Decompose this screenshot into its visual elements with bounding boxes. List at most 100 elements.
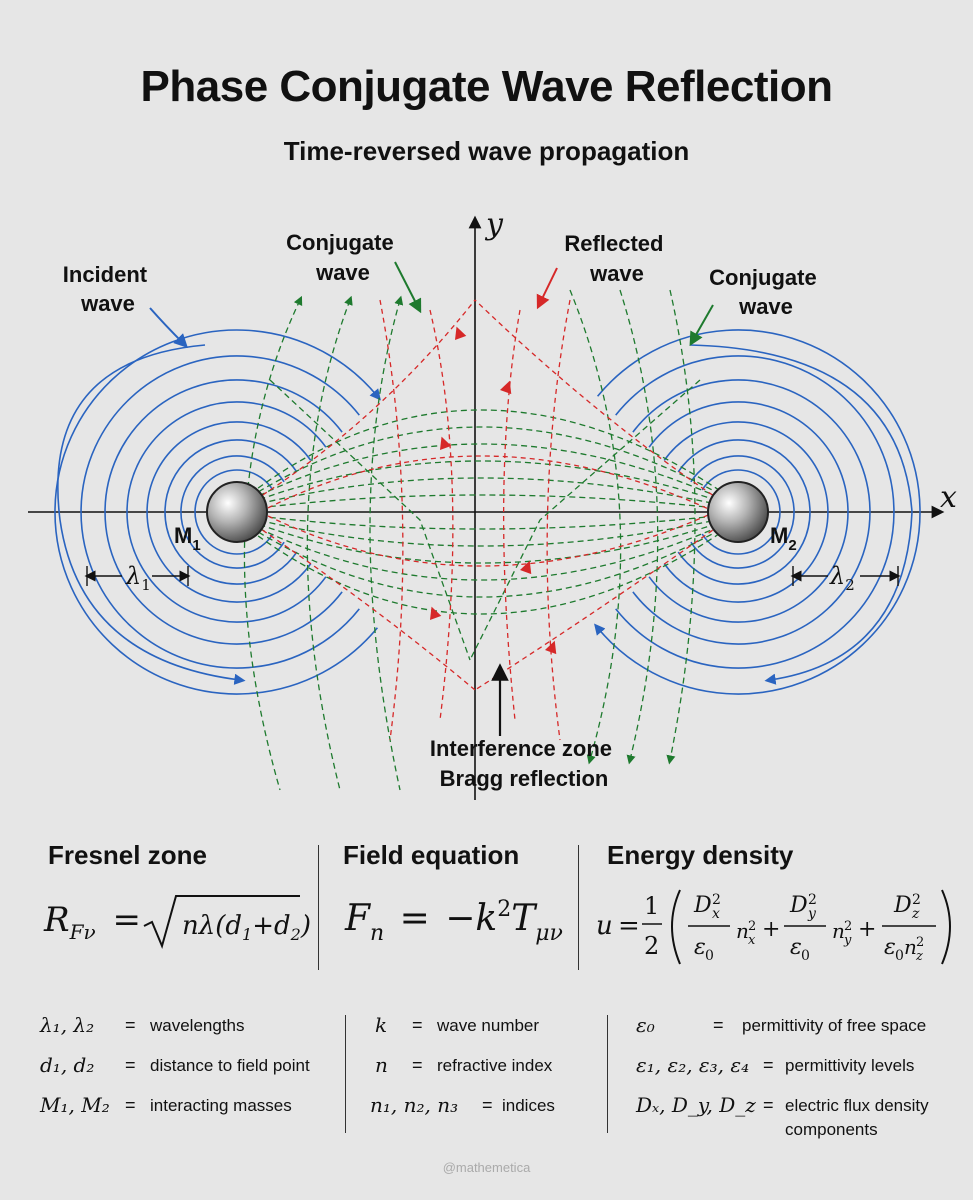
conjugate-right-pointer bbox=[689, 304, 714, 347]
field-equation-heading: Field equation bbox=[343, 840, 520, 870]
incident-wavefront-right bbox=[701, 469, 781, 555]
def-sym-n: n bbox=[375, 1053, 388, 1077]
conjugate-wavefront bbox=[249, 443, 726, 501]
conjugate-wavefront bbox=[249, 520, 726, 564]
svg-text:0: 0 bbox=[705, 948, 714, 964]
conjugate-wavefront bbox=[249, 494, 726, 510]
def-text-permittivity-free: permittivity of free space bbox=[742, 1016, 927, 1035]
incident-wavefront-right bbox=[615, 355, 895, 669]
incident-wavefront-right bbox=[648, 401, 849, 623]
def-eq: = bbox=[125, 1055, 136, 1075]
incident-wavefront-left bbox=[194, 469, 274, 555]
conjugate-wave-left-label: Conjugate wave bbox=[286, 230, 400, 285]
reflected-arrowhead bbox=[455, 326, 467, 340]
def-eq: = bbox=[125, 1095, 136, 1115]
incident-wavefront-left bbox=[180, 455, 285, 569]
incident-wavefront-right bbox=[690, 455, 795, 569]
svg-text:z: z bbox=[915, 949, 923, 964]
incident-wavefront-right bbox=[632, 379, 871, 645]
wave-diagram: x y M1 M2 λ1 λ2 Incident wave Conjugate … bbox=[28, 207, 957, 800]
def-divider-1 bbox=[345, 1015, 346, 1133]
incident-wavefront-left bbox=[126, 401, 327, 623]
reflected-wavefront bbox=[254, 299, 476, 501]
def-sym-masses: M₁, M₂ bbox=[40, 1093, 110, 1117]
svg-text:2: 2 bbox=[916, 935, 924, 950]
conjugate-wavefront bbox=[249, 409, 726, 495]
reflected-pointer bbox=[536, 267, 558, 310]
svg-text:2: 2 bbox=[844, 919, 852, 934]
incident-wave-label: Incident wave bbox=[63, 262, 153, 316]
page-title: Phase Conjugate Wave Reflection bbox=[140, 62, 833, 111]
reflected-wavefront bbox=[474, 524, 721, 691]
divider-2 bbox=[578, 845, 579, 970]
svg-text:n: n bbox=[832, 919, 845, 943]
conjugate-wavefront-left bbox=[243, 295, 303, 791]
svg-text:0: 0 bbox=[801, 948, 810, 964]
def-eq: = bbox=[412, 1015, 423, 1035]
conjugate-wavefront-right bbox=[666, 289, 696, 765]
svg-text:λ1: λ1 bbox=[125, 562, 151, 594]
svg-text:y: y bbox=[807, 906, 817, 922]
def-text-distance: distance to field point bbox=[150, 1056, 310, 1075]
fresnel-formula: RFν = bbox=[44, 900, 141, 944]
svg-text:2: 2 bbox=[808, 892, 817, 908]
svg-text:y: y bbox=[843, 933, 852, 948]
svg-text:nλ(d1+d2): nλ(d1+d2) bbox=[182, 911, 310, 944]
fresnel-radical: nλ(d1+d2) bbox=[143, 895, 310, 950]
reflected-arrowhead bbox=[520, 560, 532, 575]
def-text-wave-number: wave number bbox=[437, 1016, 540, 1035]
mass-m2 bbox=[707, 481, 769, 543]
conjugate-wavefront bbox=[249, 529, 726, 615]
svg-text:ε: ε bbox=[884, 935, 896, 960]
reflected-arrowhead bbox=[440, 436, 452, 450]
reflected-arrowhead bbox=[500, 380, 512, 395]
conjugate-diagonal bbox=[269, 379, 471, 661]
conjugate-diagonal bbox=[469, 379, 701, 661]
reflected-wavefront bbox=[259, 511, 716, 567]
def-text-refractive-index: refractive index bbox=[437, 1056, 553, 1075]
svg-text:u: u bbox=[596, 911, 613, 941]
def-text-flux-line2: components bbox=[785, 1120, 878, 1139]
svg-text:λ2: λ2 bbox=[829, 562, 855, 594]
reflected-wavefront bbox=[379, 299, 404, 741]
def-eq: = bbox=[482, 1095, 493, 1115]
conjugate-wavefronts-vertical bbox=[243, 289, 701, 791]
incident-wavefront-left bbox=[146, 421, 312, 603]
conjugate-wavefront bbox=[249, 526, 726, 598]
fresnel-zone-heading: Fresnel zone bbox=[48, 840, 207, 870]
def-eq: = bbox=[713, 1015, 724, 1035]
def-text-permittivity-levels: permittivity levels bbox=[785, 1056, 915, 1075]
svg-text:n: n bbox=[736, 919, 749, 943]
svg-text:z: z bbox=[911, 906, 920, 922]
def-eq: = bbox=[125, 1015, 136, 1035]
reflected-wavefronts bbox=[254, 299, 721, 741]
def-sym-epsilon-levels: ε₁, ε₂, ε₃, ε₄ bbox=[636, 1053, 750, 1077]
conjugate-wavefront bbox=[249, 514, 726, 530]
def-sym-wavelengths: λ₁, λ₂ bbox=[40, 1013, 95, 1037]
incident-wavefront-left bbox=[164, 439, 298, 585]
incident-wavefront-left bbox=[80, 355, 360, 669]
svg-text:n: n bbox=[904, 935, 917, 959]
def-eq: = bbox=[412, 1055, 423, 1075]
reflected-wavefront bbox=[474, 299, 721, 501]
svg-text:2: 2 bbox=[748, 919, 756, 934]
incident-outer-left bbox=[57, 344, 246, 685]
reflected-wavefront bbox=[254, 524, 476, 691]
lambda1-marker: λ1 bbox=[84, 562, 191, 594]
svg-text:2: 2 bbox=[912, 892, 921, 908]
svg-text:D: D bbox=[893, 893, 912, 918]
conjugate-wavefront bbox=[249, 477, 726, 507]
def-text-indices: indices bbox=[502, 1096, 555, 1115]
svg-text:=: = bbox=[618, 911, 640, 941]
field-formula: Fn = −k2Tμν bbox=[345, 897, 563, 946]
incident-wavefront-right bbox=[594, 329, 921, 695]
svg-text:x: x bbox=[748, 933, 756, 948]
energy-density-heading: Energy density bbox=[607, 840, 794, 870]
def-sym-distance: d₁, d₂ bbox=[40, 1053, 95, 1077]
incident-wavefront-left bbox=[104, 379, 343, 645]
incident-wave-pointer bbox=[149, 307, 188, 348]
def-eq: = bbox=[763, 1055, 774, 1075]
reflected-wavefront bbox=[259, 455, 716, 513]
conjugate-left-pointer bbox=[394, 261, 422, 314]
reflected-wavefront bbox=[429, 309, 454, 721]
